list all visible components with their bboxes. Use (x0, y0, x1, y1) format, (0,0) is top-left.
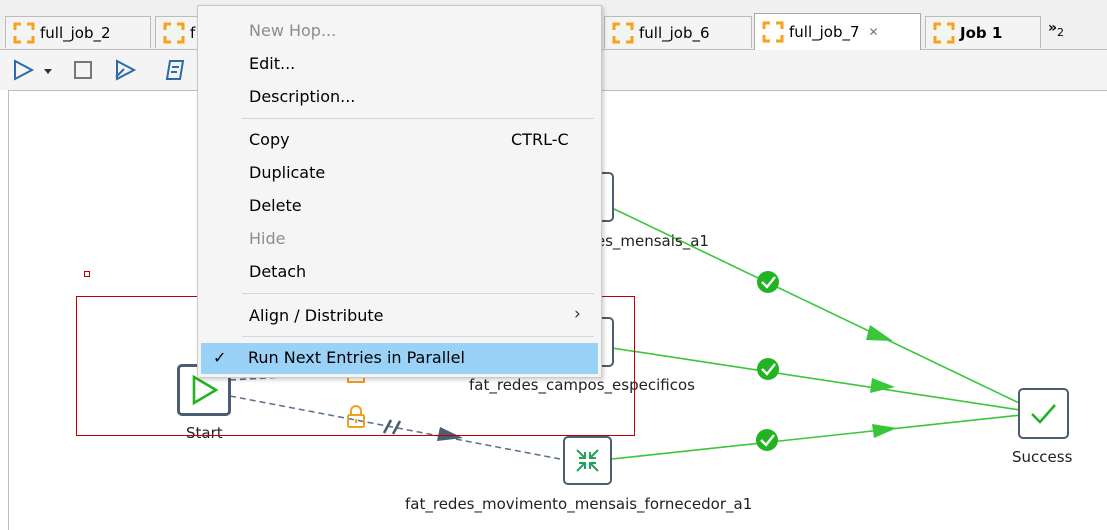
entry-label-res-mensais: res_mensais_a1 (590, 232, 709, 250)
script-icon[interactable] (162, 57, 188, 83)
menu-item-align-distribute[interactable]: Align / Distribute › (199, 301, 600, 331)
job-icon (933, 22, 955, 43)
menu-item-label: Description... (249, 87, 356, 106)
success-condition-icon (757, 358, 779, 380)
job-entry-movimento-mensais[interactable] (563, 436, 612, 485)
tab-job-1[interactable]: Job 1 (925, 16, 1041, 48)
job-entry-success[interactable] (1018, 388, 1069, 439)
tab-full-job-2[interactable]: full_job_2 (5, 16, 151, 48)
hop-start-to-movimento[interactable] (229, 395, 561, 460)
menu-item-hide[interactable]: Hide (199, 224, 600, 254)
close-tab-icon[interactable]: ✕ (868, 25, 879, 39)
menu-item-label: Align / Distribute (249, 306, 384, 325)
menu-item-duplicate[interactable]: Duplicate (199, 158, 600, 188)
tab-full-job-6[interactable]: full_job_6 (604, 16, 752, 48)
menu-item-edit[interactable]: Edit... (199, 49, 600, 79)
menu-item-delete[interactable]: Delete (199, 191, 600, 221)
job-icon (762, 21, 784, 43)
hop-start-to-campos[interactable] (229, 375, 301, 381)
menu-separator (242, 336, 594, 337)
start-icon (192, 374, 219, 406)
menu-item-copy[interactable]: Copy CTRL-C (199, 125, 600, 155)
menu-item-new-hop[interactable]: New Hop... (199, 16, 600, 46)
menu-item-label: Duplicate (249, 163, 326, 182)
success-check-icon (1031, 404, 1056, 424)
menu-item-label: New Hop... (249, 21, 337, 40)
selection-handle[interactable] (84, 271, 90, 277)
context-menu: New Hop... Edit... Description... Copy C… (197, 5, 602, 378)
hop-movimento-to-success[interactable] (611, 412, 1041, 460)
entry-label-start: Start (186, 424, 223, 442)
menu-item-shortcut: CTRL-C (511, 130, 569, 149)
parallel-marker-icon (382, 419, 402, 435)
entry-label-movimento-mensais: fat_redes_movimento_mensais_fornecedor_a… (405, 495, 753, 513)
success-condition-icon (756, 429, 778, 451)
menu-item-label: Copy (249, 130, 290, 149)
tab-label: full_job_2 (40, 23, 111, 42)
menu-item-run-parallel[interactable]: ✓ Run Next Entries in Parallel (201, 343, 598, 374)
menu-separator (242, 118, 594, 119)
menu-item-label: Run Next Entries in Parallel (248, 348, 465, 367)
menu-item-detach[interactable]: Detach (199, 257, 600, 287)
dummy-entry-icon (576, 449, 599, 472)
run-icon[interactable] (10, 57, 36, 83)
tab-label: full_job_6 (639, 23, 710, 42)
checkmark-icon: ✓ (213, 348, 227, 367)
submenu-arrow-icon: › (574, 304, 581, 324)
tab-label: f (190, 23, 196, 42)
hop-campos-especificos-to-success[interactable] (611, 347, 1041, 414)
overflow-count: 2 (1057, 25, 1065, 39)
tab-overflow-button[interactable]: »2 (1048, 20, 1064, 39)
menu-item-description[interactable]: Description... (199, 82, 600, 112)
entry-label-campos-especificos: fat_redes_campos_especificos (469, 376, 695, 394)
job-icon (13, 22, 35, 43)
menu-item-label: Delete (249, 196, 302, 215)
job-icon (612, 22, 634, 43)
chevron-down-icon[interactable] (40, 57, 56, 83)
menu-item-label: Hide (249, 229, 286, 248)
tab-label: full_job_7 (789, 23, 860, 41)
menu-separator (242, 293, 594, 294)
lock-icon (347, 405, 365, 428)
preview-icon[interactable] (112, 57, 138, 83)
entry-label-success: Success (1012, 448, 1073, 466)
tab-full-job-7[interactable]: full_job_7 ✕ (754, 13, 921, 50)
menu-item-label: Detach (249, 262, 307, 281)
hop-res-mensais-to-success[interactable] (611, 207, 1041, 414)
success-condition-icon (757, 271, 779, 293)
tab-label: Job 1 (960, 23, 1003, 42)
overflow-arrows: » (1048, 20, 1058, 36)
job-icon (163, 22, 185, 43)
menu-item-label: Edit... (249, 54, 296, 73)
stop-icon[interactable] (70, 57, 96, 83)
